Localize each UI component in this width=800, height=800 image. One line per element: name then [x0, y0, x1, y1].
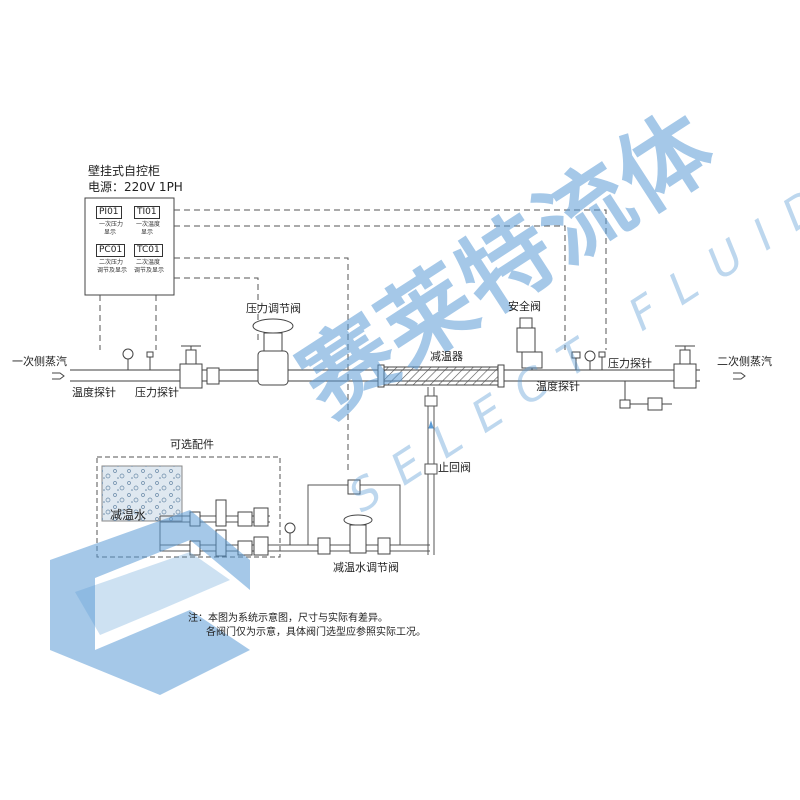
pressure-probe-left [146, 351, 154, 370]
label-optional: 可选配件 [170, 438, 214, 451]
panel-power: 电源：220V 1PH [88, 180, 183, 194]
inlet-arrow [52, 372, 65, 380]
stop-valve-right [673, 345, 697, 389]
label-water-valve: 减温水调节阀 [333, 561, 399, 574]
pressure-regulating-valve [230, 318, 294, 386]
label-temp-probe-2: 温度探针 [536, 380, 580, 393]
tag-pc01: PC01 [96, 244, 126, 257]
flow-arrow-up [428, 420, 434, 429]
outlet-arrow [733, 372, 746, 380]
label-water: 减温水 [110, 508, 147, 522]
label-safety-valve: 安全阀 [508, 300, 541, 313]
stop-valve-left [179, 345, 220, 389]
note-line-1: 注：本图为系统示意图，尺寸与实际有差异。 [188, 613, 388, 624]
label-temp-probe-1: 温度探针 [72, 386, 116, 399]
brand-logo [50, 510, 250, 695]
note-line-2: 各阀门仅为示意，具体阀门选型应参照实际工况。 [206, 627, 426, 638]
label-secondary-steam: 二次侧蒸汽 [717, 355, 772, 368]
panel-title: 壁挂式自控柜 [88, 164, 161, 178]
desc-pi01-1: 一次压力 [99, 221, 124, 228]
desc-pi01-2: 显示 [104, 229, 117, 236]
tag-tc01: TC01 [134, 244, 163, 257]
tag-pi01: PI01 [96, 206, 122, 219]
desc-tc01-2: 调节及显示 [134, 267, 165, 274]
temp-gauge-right [571, 351, 581, 370]
label-pressure-probe-2: 压力探针 [608, 357, 652, 370]
drain-trap [619, 381, 672, 411]
tag-ti01: TI01 [134, 206, 160, 219]
label-primary-steam: 一次侧蒸汽 [12, 355, 67, 368]
optional-box [96, 456, 281, 558]
desc-ti01-1: 一次温度 [136, 221, 161, 228]
safety-valve [516, 317, 543, 370]
pressure-gauge-right [584, 350, 596, 370]
pressure-probe-right [598, 351, 606, 370]
desuperheater-body [383, 366, 499, 386]
pump-valve-set [189, 479, 391, 557]
desc-pc01-2: 调节及显示 [97, 267, 128, 274]
label-desuperheater: 减温器 [430, 350, 463, 363]
label-check-valve: 止回阀 [438, 461, 471, 474]
desc-pc01-1: 二次压力 [99, 259, 124, 266]
desc-ti01-2: 显示 [141, 229, 154, 236]
water-injection-line [424, 387, 438, 555]
label-pressure-probe-1: 压力探针 [135, 386, 179, 399]
desc-tc01-1: 二次温度 [136, 259, 161, 266]
label-pressure-valve: 压力调节阀 [246, 302, 301, 315]
signal-lines [99, 209, 607, 470]
temp-gauge-left [122, 348, 134, 370]
